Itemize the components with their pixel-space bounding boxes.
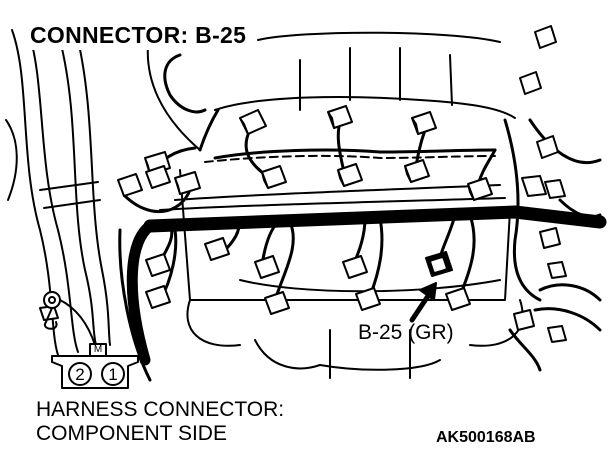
caption-line-1: HARNESS CONNECTOR: <box>36 398 285 421</box>
title-box: CONNECTOR: B-25 <box>26 22 253 50</box>
callout-arrow <box>409 282 437 323</box>
connector-key-label: M <box>93 344 103 355</box>
harness-connectors <box>39 25 567 343</box>
main-harness <box>118 205 607 382</box>
left-hoses <box>5 29 201 361</box>
caption-line-2: COMPONENT SIDE <box>36 422 227 445</box>
ground-terminal <box>43 291 96 346</box>
intake-manifold <box>179 31 524 379</box>
pin-number-2: 2 <box>75 365 85 384</box>
figure-code: AK500168AB <box>436 429 536 446</box>
upper-harness <box>159 118 602 332</box>
connector-face-symbol <box>51 343 139 389</box>
pin-number-1: 1 <box>108 365 118 384</box>
connector-callout-label: B-25 (GR) <box>358 321 454 344</box>
diagram-title: CONNECTOR: B-25 <box>30 22 247 48</box>
target-connector-b25 <box>425 251 453 277</box>
